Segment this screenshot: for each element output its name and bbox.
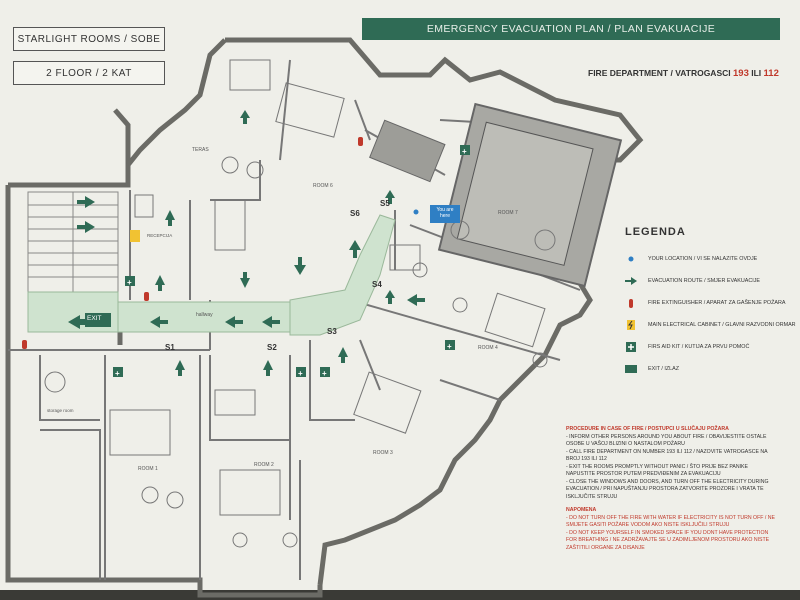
legend: LEGENDA YOUR LOCATION / VI SE NALAZITE O… [620,226,800,380]
room-3-label: ROOM 3 [373,450,393,456]
legend-label: YOUR LOCATION / VI SE NALAZITE OVDJE [648,256,758,262]
legend-item-route: EVACUATION ROUTE / SMJER EVAKUACIJE [620,270,800,292]
outer-wall-top-left [8,108,131,188]
fire-extinguishers [22,137,363,349]
legend-label: EVACUATION ROUTE / SMJER EVAKUACIJE [648,278,761,284]
electrical-cabinet [130,230,140,242]
stair-s6: S6 [350,209,360,218]
procedure-title: PROCEDURE IN CASE OF FIRE / POSTUPCI U S… [566,426,729,432]
warning-line: ZAŠTITILI ORGANE ZA DISANJE [566,544,645,551]
you-are-here-badge [430,205,460,223]
evacuation-arrow-icon [620,274,642,288]
legend-item-extinguisher: FIRE EXTINGUISHER / APARAT ZA GAŠENJE PO… [620,292,800,314]
room-4-label: ROOM 4 [478,345,498,351]
legend-item-first-aid: FIRS AID KIT / KUTIJA ZA PRVU POMOĆ [620,336,800,358]
fire-dept-prefix: FIRE DEPARTMENT / VATROGASCI [588,68,731,78]
evacuation-arrows [68,110,425,376]
note-title: NAPOMENA [566,507,597,513]
fire-procedure: PROCEDURE IN CASE OF FIRE / POSTUPCI U S… [566,426,798,552]
stair-s2: S2 [267,343,277,352]
stairwell [27,191,119,293]
outer-wall-right [225,37,644,586]
stair-s3: S3 [327,327,337,336]
you-are-here-label: You are here [436,207,454,219]
room-1-label: ROOM 1 [138,466,158,472]
fire-or: ILI [751,68,762,78]
exit-sign-icon [620,362,642,376]
svg-text:+: + [115,369,120,378]
fire-number-2: 112 [763,68,779,79]
stair-s1: S1 [165,343,175,352]
legend-item-cabinet: MAIN ELECTRICAL CABINET / GLAVNI RAZVODN… [620,314,800,336]
room-7-label: ROOM 7 [498,210,518,216]
location-dot-icon [413,209,419,215]
procedure-line: ISKLJUČITE STRUJU [566,493,618,500]
room-2-label: ROOM 2 [254,462,274,468]
storage-label: storage room [47,408,74,413]
hallway-route [117,301,319,333]
procedure-line: OSOBE U VAŠOJ BLIZINI O NASTALOM POŽARU [566,441,685,447]
warning-line: - DO NOT TURN OFF THE FIRE WITH WATER IF… [566,514,775,521]
plan-title-banner: EMERGENCY EVACUATION PLAN / PLAN EVAKUAC… [362,18,780,40]
fire-department-line: FIRE DEPARTMENT / VATROGASCI 193 ILI 112 [588,68,779,79]
stair-s4: S4 [372,280,382,289]
legend-item-location: YOUR LOCATION / VI SE NALAZITE OVDJE [620,248,800,270]
warning-line: FOR BREATHING / NE ZADRŽAVAJTE SE U ZADI… [566,537,770,543]
legend-label: FIRE EXTINGUISHER / APARAT ZA GAŠENJE PO… [648,300,786,306]
legend-title: LEGENDA [625,226,686,238]
legend-label: EXIT / IZLAZ [648,366,680,372]
procedure-line: - INFORM OTHER PERSONS AROUND YOU ABOUT … [566,433,767,440]
reception-label: RECEPCIJA [147,233,173,238]
procedure-line: BROJ 193 ILI 112 [566,456,607,462]
warning-line: SMIJETE GASITI POŽARE VODOM AKO NISTE IS… [566,522,730,528]
procedure-line: - EXIT THE ROOMS PROMPTLY WITHOUT PANIC … [566,463,748,470]
svg-text:+: + [447,342,452,351]
electrical-cabinet-icon [620,318,642,332]
floor-label: 2 FLOOR / 2 KAT [13,61,165,85]
legend-item-exit: EXIT / IZLAZ [620,358,800,380]
fire-extinguisher-icon [620,296,642,310]
exit-sign [85,313,111,327]
building-name-label: STARLIGHT ROOMS / SOBE [13,27,165,51]
first-aid-kits [113,145,470,377]
terace-label: TERAS [192,147,209,153]
warning-line: - DO NOT KEEP YOURSELF IN SMOKED SPACE I… [566,529,769,536]
procedure-line: - CALL FIRE DEPARTMENT ON NUMBER 193 ILI… [566,448,768,455]
svg-text:+: + [462,147,467,156]
svg-text:+: + [322,369,327,378]
svg-text:+: + [298,369,303,378]
exit-label: EXIT [87,315,102,322]
legend-label: FIRS AID KIT / KUTIJA ZA PRVU POMOĆ [648,344,750,350]
fire-number-1: 193 [733,68,749,79]
first-aid-icon [620,340,642,354]
legend-label: MAIN ELECTRICAL CABINET / GLAVNI RAZVODN… [648,322,796,328]
procedure-line: EVACUATION / PRI NAPUŠTANJU PROSTORA ZAT… [566,486,764,492]
location-dot-icon [620,252,642,266]
hallway-route-diagonal [289,214,396,336]
procedure-line: - CLOSE THE WINDOWS AND DOORS, AND TURN … [566,478,769,485]
room-6-label: ROOM 6 [313,183,333,189]
outer-wall-left [5,185,323,598]
procedure-line: NAPUSTITE PROSTOR PUTEM PREDVIĐENIM ZA E… [566,471,721,477]
stair-s5: S5 [380,199,390,208]
hallway-label: hallway [196,312,213,318]
svg-text:+: + [127,278,132,287]
